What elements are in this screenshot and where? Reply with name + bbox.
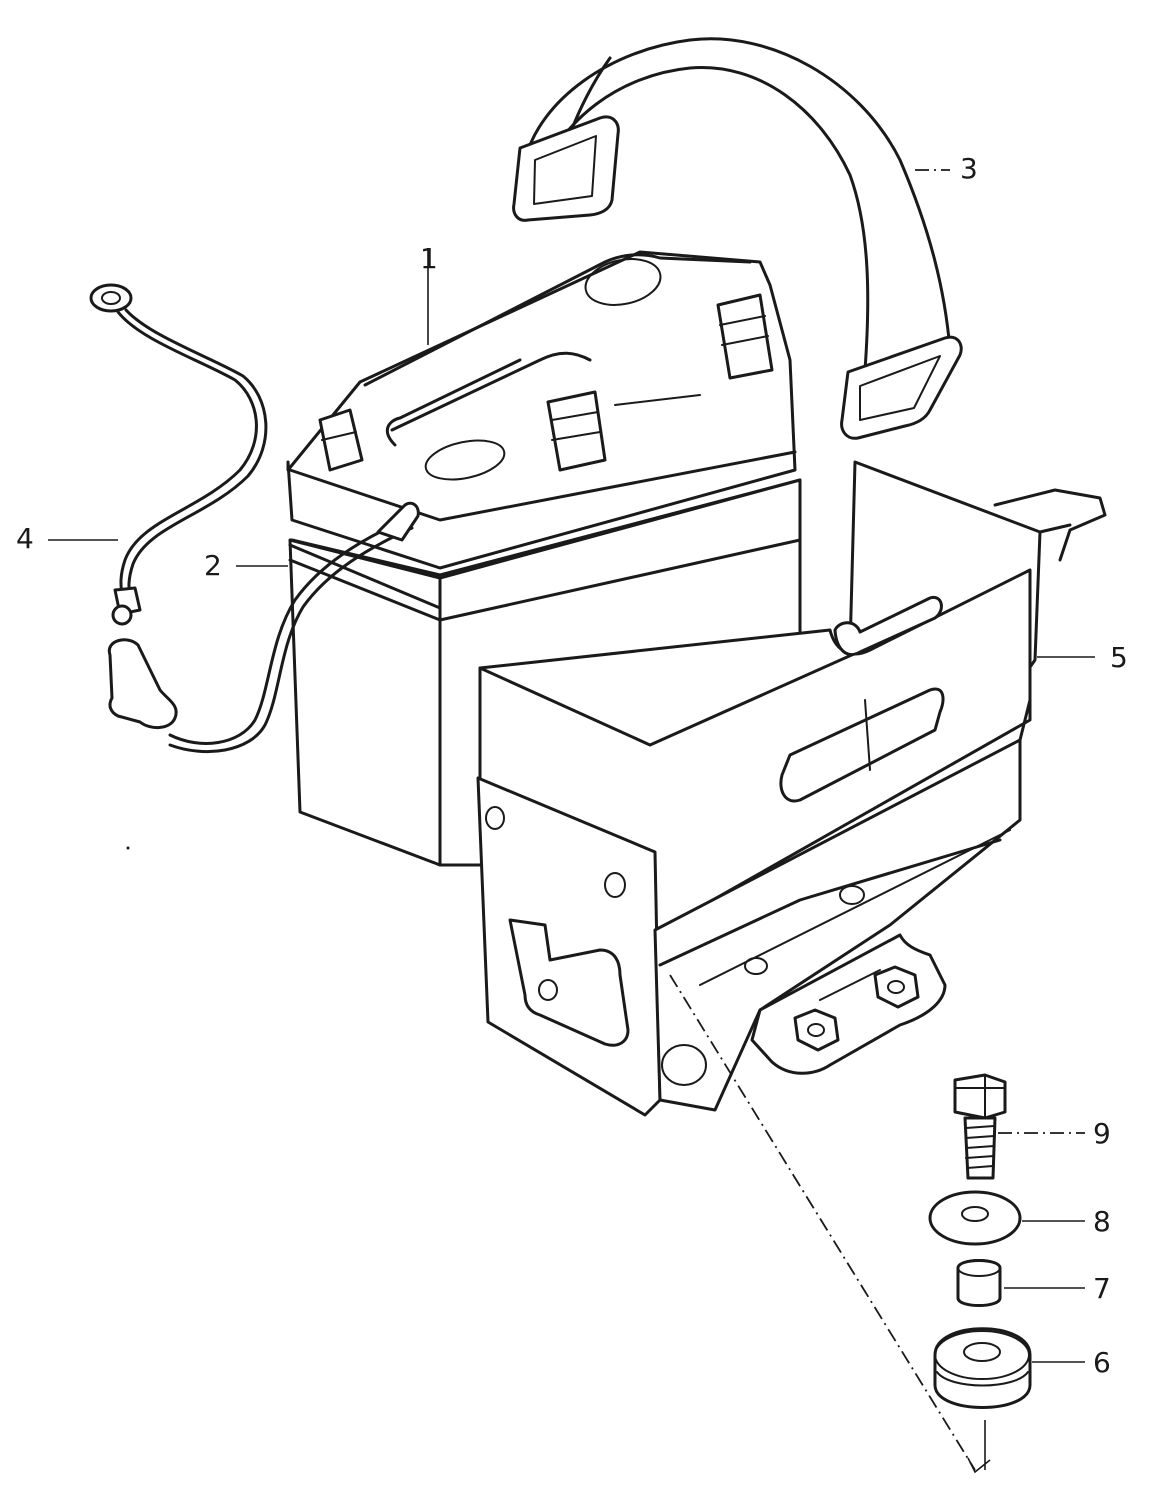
battery-strap — [512, 37, 963, 440]
washer — [928, 1190, 1022, 1246]
callout-6: 6 — [1093, 1346, 1111, 1379]
rubber-mount — [933, 1327, 1032, 1409]
callout-5: 5 — [1110, 641, 1128, 674]
callout-1: 1 — [420, 242, 438, 275]
assembly-line-left — [669, 974, 976, 1471]
callout-9: 9 — [1093, 1117, 1111, 1150]
nut-left — [793, 1008, 840, 1052]
ground-lead — [89, 283, 268, 626]
battery-case — [476, 460, 1107, 1117]
bolt — [953, 1073, 1007, 1180]
nut-right — [873, 965, 920, 1009]
callout-3: 3 — [960, 152, 978, 185]
battery — [286, 250, 802, 867]
battery-lead — [107, 501, 420, 754]
collar — [956, 1259, 1002, 1307]
assembly-arrow — [967, 1457, 991, 1474]
callout-2: 2 — [204, 549, 222, 582]
callout-8: 8 — [1093, 1205, 1111, 1238]
stray-mark — [126, 846, 130, 850]
callout-7: 7 — [1093, 1272, 1111, 1305]
callout-4: 4 — [16, 522, 34, 555]
